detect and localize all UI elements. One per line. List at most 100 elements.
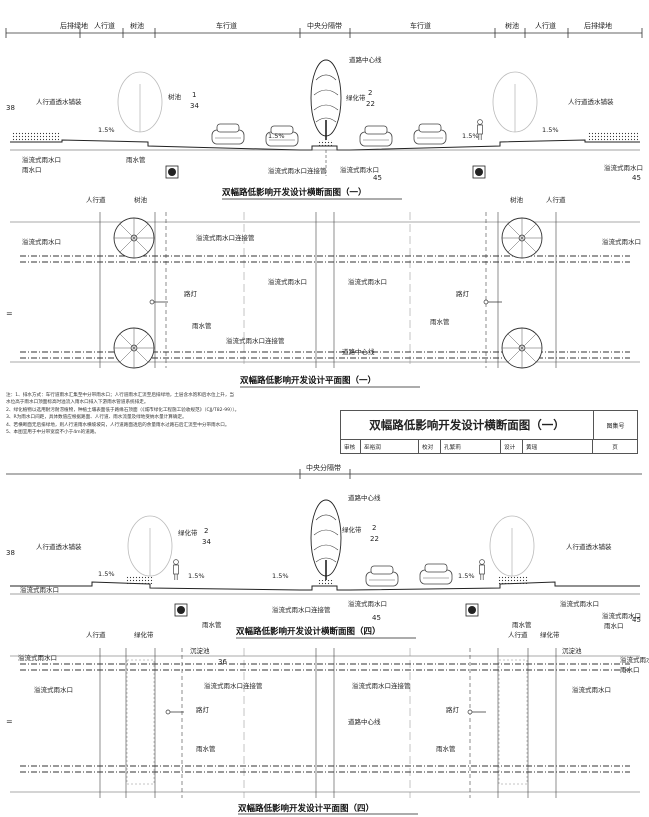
plan4-overflow-l: 溢流式雨水口 [18, 653, 57, 662]
overflow-right-label: 溢流式雨水口 [604, 163, 643, 172]
pedestrian-4a [173, 559, 179, 581]
note-line: 4、若横断面无后排绿地，则人行道雨水横坡坡向，人行道路面透后的余量雨水过路石后汇… [6, 422, 230, 428]
median-tree [310, 59, 342, 141]
slope-1: 1.5% [98, 126, 115, 134]
s4-n38: 38 [6, 549, 15, 557]
plan4-overflow-r: 溢流式雨水口 [620, 655, 649, 664]
header-dimension-bar: 后排绿地 人行道 树池 车行道 中央分隔带 车行道 树池 人行道 后排绿地 [5, 21, 643, 38]
cross-section-1: 道路中心线 绿化带 2 22 树池 1 34 38 人行道透水铺装 人行道透水铺… [6, 55, 643, 200]
overflow-mid-label: 溢流式雨水口 [340, 165, 379, 174]
overflow-pipe-label: 溢流式雨水口连接管 [268, 166, 327, 175]
car-4 [413, 123, 447, 145]
page-label: 页 [612, 444, 618, 451]
s4-sidewalk-r: 人行道 [508, 630, 528, 639]
green-belt-right-fill [498, 576, 528, 584]
svg-text:雨水口: 雨水口 [620, 665, 640, 674]
plan1-tree-pit-l: 树池 [134, 195, 148, 204]
s4-overflow-mid: 溢流式雨水口 [348, 599, 387, 608]
s4-n2a: 2 [204, 527, 208, 535]
designer-label: 设计 [501, 440, 523, 453]
note-line: 5、本图宜用于中分带宽度不小于4m的道路。 [6, 430, 100, 436]
plan-view-1: = 人行道 树池 树池 人行道 溢流式雨水口 溢流式雨水口 溢流式雨水口连接管 … [6, 195, 641, 388]
median-planting-4 [318, 580, 334, 586]
plan4-settle-r: 沉淀池 [562, 646, 582, 655]
s4-n45b: 45 [632, 616, 641, 624]
plan1-lamp-r: 路灯 [456, 289, 470, 298]
plan4-lamp-left [165, 709, 185, 715]
section4-title: 双幅路低影响开发设计横断面图（四） [236, 626, 381, 637]
n45a-label: 45 [373, 174, 382, 182]
plan1-overflow-mid2: 溢流式雨水口 [348, 277, 387, 286]
plan1-title: 双幅路低影响开发设计平面图（一） [240, 375, 376, 386]
tree-right [492, 71, 538, 133]
reviewer-name: 巫裕润 [361, 440, 419, 453]
plan-tree-1 [113, 217, 155, 259]
slope-4: 1.5% [542, 126, 559, 134]
permeable-left-label: 人行道透水铺装 [36, 97, 82, 106]
s4-overflow-pipe: 溢流式雨水口连接管 [272, 605, 331, 614]
drain-right-4 [465, 603, 479, 617]
n45b-label: 45 [632, 174, 641, 182]
title-block-title: 双幅路低影响开发设计横断面图（一） [341, 411, 594, 440]
plan4-lamp-r: 路灯 [446, 705, 460, 714]
n38-label: 38 [6, 104, 15, 112]
header-seg-6: 树池 [505, 21, 519, 30]
car-1 [211, 123, 245, 145]
road-center-label: 道路中心线 [349, 55, 382, 64]
drain-left [165, 165, 179, 179]
tree-left [117, 71, 163, 133]
plan-lamp-left [149, 299, 169, 305]
note-line: 注：1、排水方式：车行道雨水汇集至中分带雨水口；人行道雨水汇流至后排绿地，土层含… [6, 393, 235, 398]
s4-n2b: 2 [372, 524, 376, 532]
header-seg-7: 人行道 [535, 21, 556, 30]
slope-2: 1.5% [268, 132, 285, 140]
tree-left-4 [127, 515, 173, 577]
n34-label: 34 [190, 102, 199, 110]
plan4-green-right [498, 659, 528, 785]
tree-pit-label: 树池 [168, 92, 182, 101]
s4-rain-pipe-l: 雨水管 [202, 620, 222, 629]
header-seg-2: 树池 [130, 21, 144, 30]
header-seg-8: 后排绿地 [584, 21, 612, 30]
s4-n45a: 45 [372, 614, 381, 622]
plan4-overflow-pipe-l: 溢流式雨水口连接管 [204, 681, 263, 690]
car-4a [365, 565, 399, 587]
green-belt-label: 绿化带 [346, 93, 366, 102]
note-line: 水位高于雨水口顶面标高时溢流入雨水口排入下游雨水管道系统排走。 [6, 400, 149, 406]
median-planting [318, 140, 334, 146]
designer-name: 黄瑶 [523, 440, 593, 453]
s4-permeable-l: 人行道透水铺装 [36, 542, 82, 551]
title-block-number-label: 图集号 [594, 411, 637, 440]
slope-3: 1.5% [462, 132, 479, 140]
plan4-title: 双幅路低影响开发设计平面图（四） [238, 803, 374, 814]
green-belt-left-fill [126, 576, 154, 584]
plan-tree-2 [113, 327, 155, 369]
s4-road-center: 道路中心线 [348, 493, 381, 502]
s4-overflow-far: 溢流式雨水口 [602, 611, 641, 620]
s4-slope-3: 1.5% [272, 572, 289, 580]
plan4-mark: = [6, 717, 13, 726]
header-seg-5: 车行道 [410, 21, 431, 30]
s4-green-r: 绿化带 [540, 630, 560, 639]
green-strip-left [12, 132, 60, 141]
plan4-lamp-right [467, 709, 487, 715]
plan1-tree-pit-r: 树池 [510, 195, 524, 204]
n1-label: 1 [192, 91, 196, 99]
plan4-overflow-in-r: 溢流式雨水口 [572, 685, 611, 694]
plan4-road-center: 道路中心线 [348, 717, 381, 726]
note-line: 3、R为雨水口间距，具体数值应根据路面、人行道、雨水流量及绿地受纳水量计算确定。 [6, 415, 187, 421]
s4-green-belt-r: 绿化带 [342, 525, 362, 534]
plan1-overflow-low: 溢流式雨水口连接管 [226, 336, 285, 345]
plan-tree-4 [501, 327, 543, 369]
drain-right [472, 165, 486, 179]
plan1-sidewalk-r: 人行道 [546, 195, 566, 204]
plan4-n36: 36 [218, 658, 227, 666]
checker-label: 校对 [419, 440, 441, 453]
svg-text:雨水口: 雨水口 [22, 165, 42, 174]
drain-left-4 [174, 603, 188, 617]
tree-right-4 [489, 515, 535, 577]
car-4b [419, 563, 453, 585]
plan4-rain-pipe-r: 雨水管 [436, 744, 456, 753]
center-strip-label: 中央分隔带 [306, 463, 341, 472]
rain-pipe-label: 雨水管 [126, 155, 146, 164]
